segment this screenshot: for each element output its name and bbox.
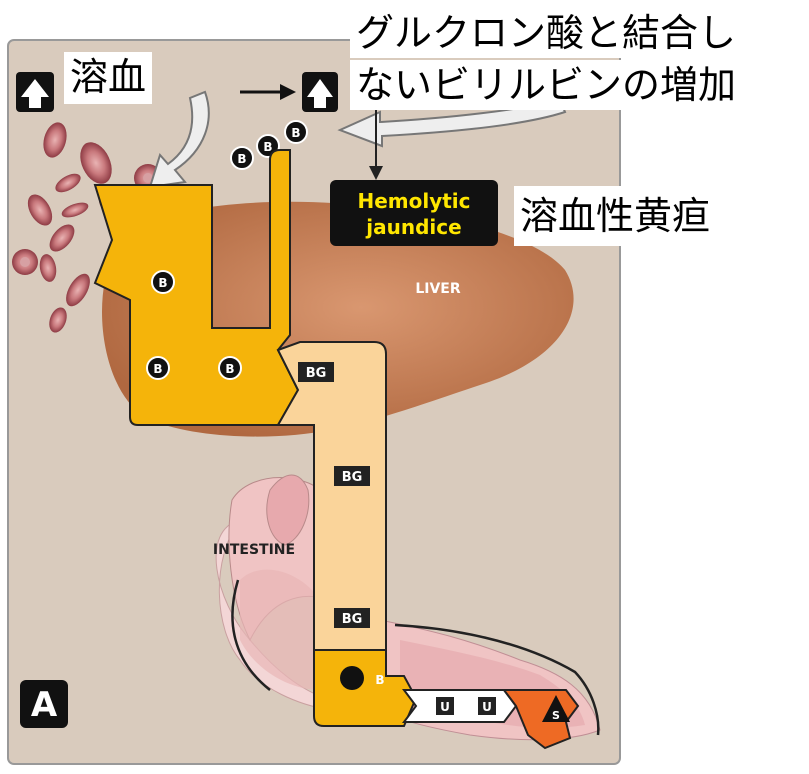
bilirubin-label: B bbox=[225, 362, 234, 376]
hemolytic-jaundice-box: Hemolytic jaundice bbox=[330, 180, 498, 246]
unconjugated-curve-arrow bbox=[337, 98, 567, 148]
unconjugated-increase-line2: ないビリルビンの増加 bbox=[350, 60, 743, 110]
bilirubin-label: B bbox=[153, 362, 162, 376]
bilirubin-glucuronide-label: BG bbox=[306, 366, 327, 381]
panel-letter-box: A bbox=[20, 680, 68, 728]
liver-bilirubin-group: B B B bbox=[146, 270, 242, 380]
intestinal-bilirubin-dot bbox=[340, 666, 364, 690]
down-arrow-to-jaundice bbox=[369, 110, 383, 180]
bilirubin-glucuronide-label: BG bbox=[342, 612, 363, 627]
liver-label: LIVER bbox=[415, 281, 461, 297]
conjugated-bilirubin-channel bbox=[276, 341, 387, 651]
panel-letter: A bbox=[31, 685, 58, 725]
intestine-label: INTESTINE bbox=[213, 542, 295, 558]
urobilinogen-markers: U U bbox=[436, 697, 496, 715]
bilirubin-marker bbox=[284, 120, 308, 144]
unconjugated-increase-line1: グルクロン酸と結合し bbox=[350, 8, 743, 58]
urobilinogen-channel bbox=[402, 689, 518, 723]
intestinal-bilirubin-section bbox=[313, 649, 418, 727]
bilirubin-glucuronide-label: BG bbox=[342, 470, 363, 485]
urobilinogen-label: U bbox=[440, 700, 450, 714]
intestinal-bilirubin-label: B bbox=[375, 673, 384, 687]
bilirubin-label: B bbox=[263, 140, 272, 154]
hemolytic-jaundice-jp-label: 溶血性黄疸 bbox=[514, 186, 717, 246]
up-arrow-box-left bbox=[16, 72, 54, 112]
bg-label-group: BG BG BG bbox=[298, 362, 370, 628]
stercobilin-triangle bbox=[542, 695, 570, 722]
hemolysis-jp-label: 溶血 bbox=[64, 52, 153, 104]
jaundice-label: jaundice bbox=[365, 215, 461, 239]
bilirubin-label: B bbox=[237, 152, 246, 166]
stercobilin-label: S bbox=[552, 709, 560, 722]
urobilinogen-label: U bbox=[482, 700, 492, 714]
bilirubin-label: B bbox=[158, 276, 167, 290]
bilirubin-label: B bbox=[291, 126, 300, 140]
bilirubin-marker bbox=[230, 146, 254, 170]
hemolytic-label: Hemolytic bbox=[357, 189, 470, 213]
right-arrow bbox=[240, 84, 296, 100]
up-arrow-box-right bbox=[302, 72, 338, 112]
